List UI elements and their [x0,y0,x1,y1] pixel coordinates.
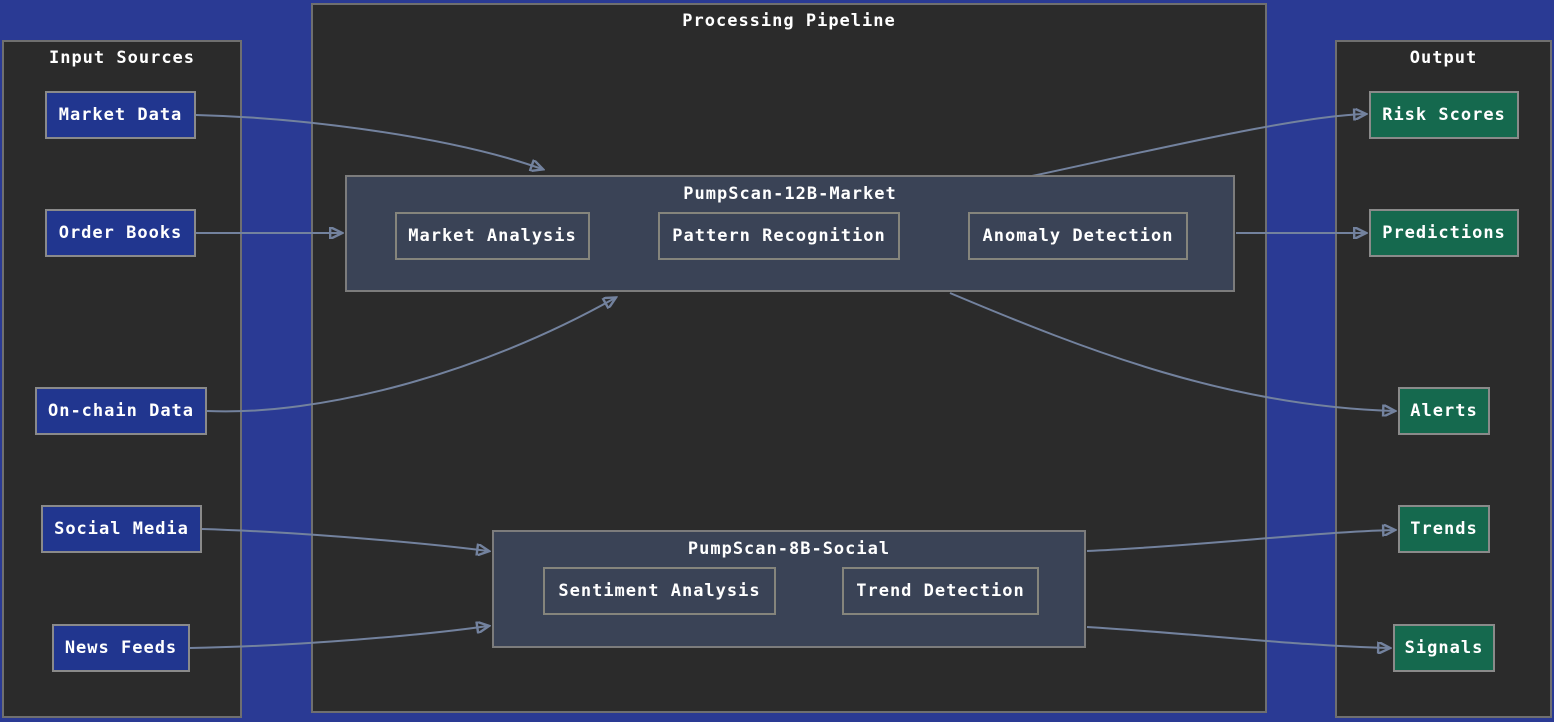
component-pattern-recognition: Pattern Recognition [658,212,900,260]
component-sentiment-analysis: Sentiment Analysis [543,567,776,615]
node-order-books: Order Books [45,209,196,257]
processing-pipeline-title: Processing Pipeline [682,11,896,31]
output-panel: Output [1335,40,1552,718]
node-onchain-data: On-chain Data [35,387,207,435]
component-market-analysis: Market Analysis [395,212,590,260]
node-market-data: Market Data [45,91,196,139]
component-trend-detection: Trend Detection [842,567,1039,615]
node-predictions: Predictions [1369,209,1519,257]
input-sources-title: Input Sources [48,48,196,68]
model-title-pumpscan-12b-market: PumpScan-12B-Market [683,184,897,204]
output-title: Output [1409,48,1478,68]
node-trends: Trends [1398,505,1490,553]
node-news-feeds: News Feeds [52,624,190,672]
node-social-media: Social Media [41,505,202,553]
node-alerts: Alerts [1398,387,1490,435]
component-anomaly-detection: Anomaly Detection [968,212,1188,260]
node-signals: Signals [1393,624,1495,672]
model-title-pumpscan-8b-social: PumpScan-8B-Social [687,539,891,559]
node-risk-scores: Risk Scores [1369,91,1519,139]
input-sources-panel: Input Sources [2,40,242,718]
